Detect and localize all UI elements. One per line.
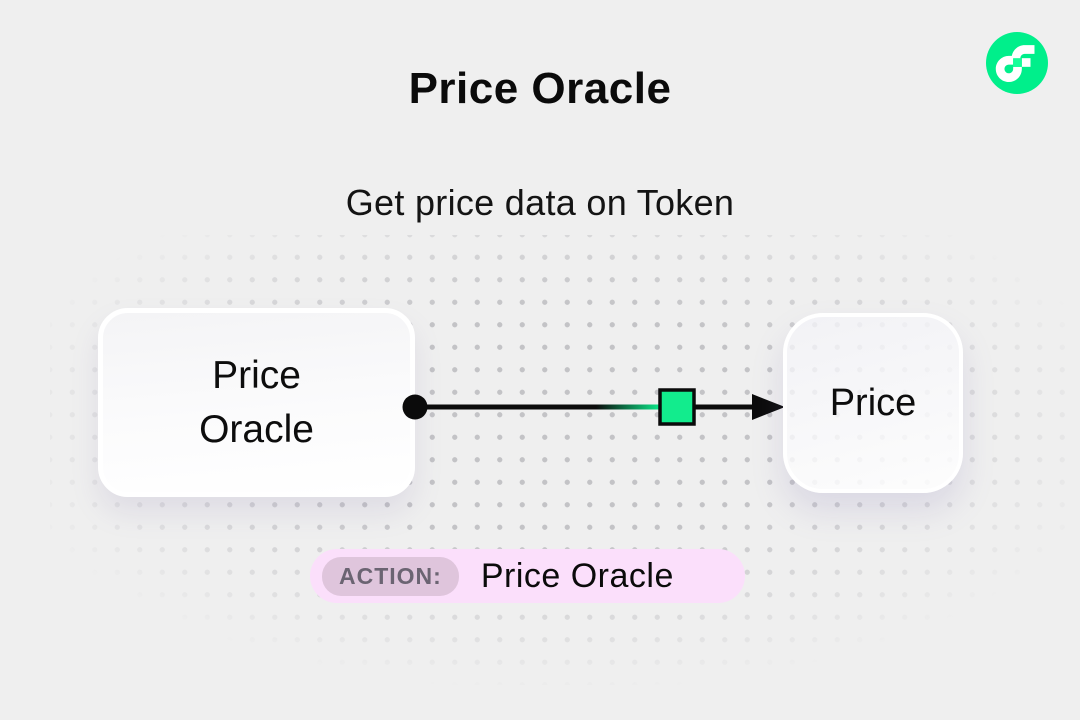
connector-line-right [694,404,752,410]
arrowhead-icon [752,394,785,420]
connector-arrow [402,388,785,426]
node-price-oracle: Price Oracle [98,308,415,497]
page-title: Price Oracle [408,64,672,113]
action-badge: ACTION: Price Oracle [310,549,745,603]
flow-logo-hook [1011,45,1035,59]
flow-logo-loop [995,55,1022,82]
node-price-oracle-label-line2: Oracle [199,407,314,451]
page-subtitle: Get price data on Token [345,182,735,223]
flow-logo-crossbar [1021,58,1031,67]
node-price-oracle-label-line1: Price [212,353,301,397]
node-price: Price [783,313,963,493]
action-value: Price Oracle [480,556,674,595]
connector-line-left [415,404,660,410]
connector-marker-square [658,388,696,426]
action-tag-pill: ACTION: [322,556,459,596]
flow-logo-icon [986,32,1048,94]
node-price-label: Price [829,381,917,424]
flow-logo-notch [1013,58,1022,67]
